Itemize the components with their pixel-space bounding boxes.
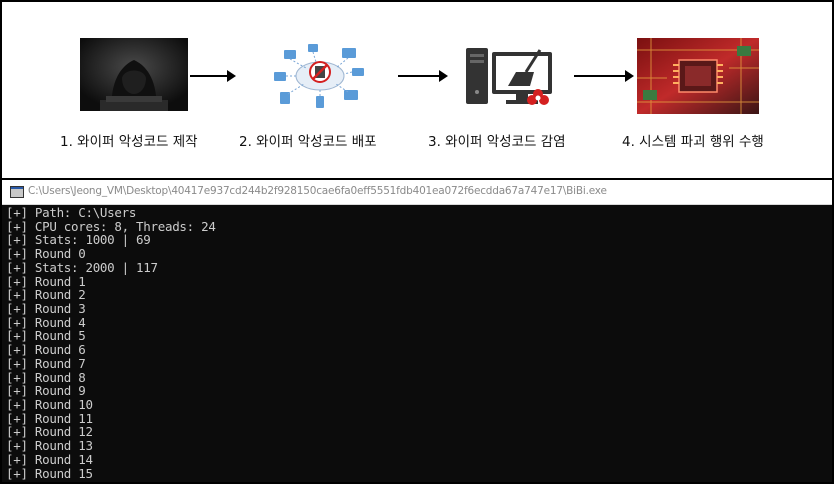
console-line: [+] Stats: 2000 | 117 [6,260,158,275]
console-line: [+] CPU cores: 8, Threads: 24 [6,219,216,234]
step-label-2: 2. 와이퍼 악성코드 배포 [239,134,377,150]
console-line: [+] Round 12 [6,424,93,439]
console-title-bar[interactable]: C:\Users\Jeong_VM\Desktop\40417e937cd244… [2,180,832,205]
step-label-1: 1. 와이퍼 악성코드 제작 [60,134,198,150]
flow-arrow-3 [574,70,634,82]
console-line: [+] Round 9 [6,383,86,398]
console-line: [+] Stats: 1000 | 69 [6,232,151,247]
console-output[interactable]: [+] Path: C:\Users [+] CPU cores: 8, Thr… [2,205,832,482]
console-window-title: C:\Users\Jeong_VM\Desktop\40417e937cd244… [28,185,607,197]
console-line: [+] Round 15 [6,466,93,481]
flow-arrow-1 [190,70,236,82]
console-line: [+] Round 3 [6,301,86,316]
console-line: [+] Round 11 [6,411,93,426]
infected-computer-icon [464,42,560,108]
console-line: [+] Round 2 [6,287,86,302]
console-line: [+] Round 5 [6,328,86,343]
burning-circuit-board-image [637,38,759,114]
console-line: [+] Round 7 [6,356,86,371]
attack-flow-diagram: 1. 와이퍼 악성코드 제작 2. 와이퍼 악성코드 배포 3. 와이퍼 악성코… [2,2,832,180]
step-label-3: 3. 와이퍼 악성코드 감염 [428,134,566,150]
console-line: [+] Round 14 [6,452,93,467]
console-line: [+] Round 1 [6,274,86,289]
network-devices-icon [270,42,370,110]
console-app-icon [10,186,24,198]
console-line: [+] Path: C:\Users [6,205,137,220]
console-line: [+] Round 8 [6,370,86,385]
step-label-4: 4. 시스템 파괴 행위 수행 [622,134,764,150]
console-line: [+] Round 0 [6,246,86,261]
console-line: [+] Round 13 [6,438,93,453]
console-line: [+] Round 10 [6,397,93,412]
flow-arrow-2 [398,70,448,82]
hacker-hoodie-image [80,38,188,111]
console-line: [+] Round 6 [6,342,86,357]
console-line: [+] Round 4 [6,315,86,330]
